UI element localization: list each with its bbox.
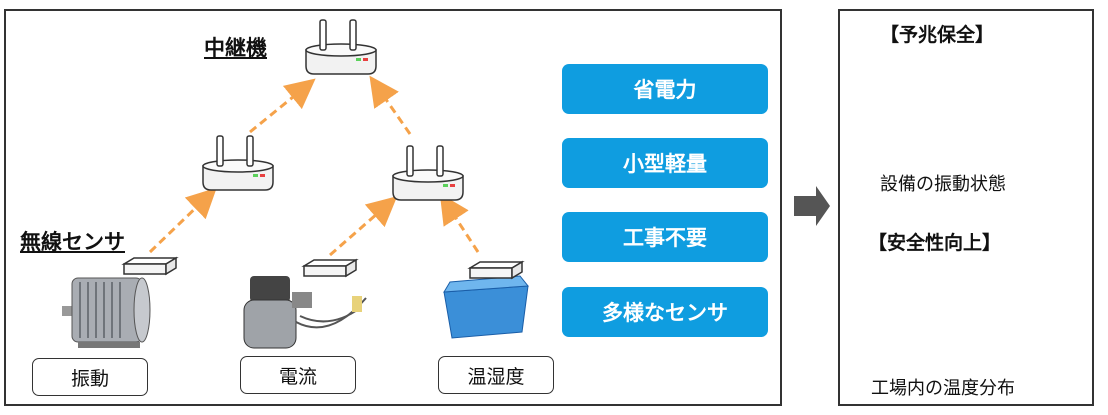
repeater-router-icon: [305, 19, 377, 75]
measurement-temp-humidity: 温湿度: [438, 356, 554, 394]
container-icon: [443, 275, 529, 339]
measurement-vibration: 振動: [32, 358, 148, 396]
feature-low-power: 省電力: [562, 64, 768, 114]
pump-icon: [243, 276, 367, 349]
router-left-icon: [202, 135, 274, 191]
motor-icon: [62, 277, 151, 348]
wireless-sensor-label: 無線センサ: [20, 230, 125, 254]
repeater-label: 中継機: [204, 36, 267, 60]
measurement-current: 電流: [240, 356, 356, 394]
safety-improvement-title: 【安全性向上】: [868, 232, 1002, 254]
wireless-link-arrows: [148, 75, 480, 257]
feature-various-sensors: 多様なセンサ: [562, 287, 768, 337]
sensor-on-pump-icon: [303, 259, 357, 277]
safety-improvement-caption: 工場内の温度分布: [871, 378, 1015, 399]
predictive-maintenance-caption: 設備の振動状態: [880, 174, 1006, 195]
feature-compact-light: 小型軽量: [562, 138, 768, 188]
sensor-on-container-icon: [469, 261, 523, 279]
applications-panel: [838, 9, 1094, 406]
sensor-on-motor-icon: [123, 257, 177, 275]
right-arrow-icon: [794, 186, 830, 226]
feature-no-construction: 工事不要: [562, 212, 768, 262]
router-right-icon: [392, 145, 464, 201]
predictive-maintenance-title: 【予兆保全】: [880, 24, 995, 46]
